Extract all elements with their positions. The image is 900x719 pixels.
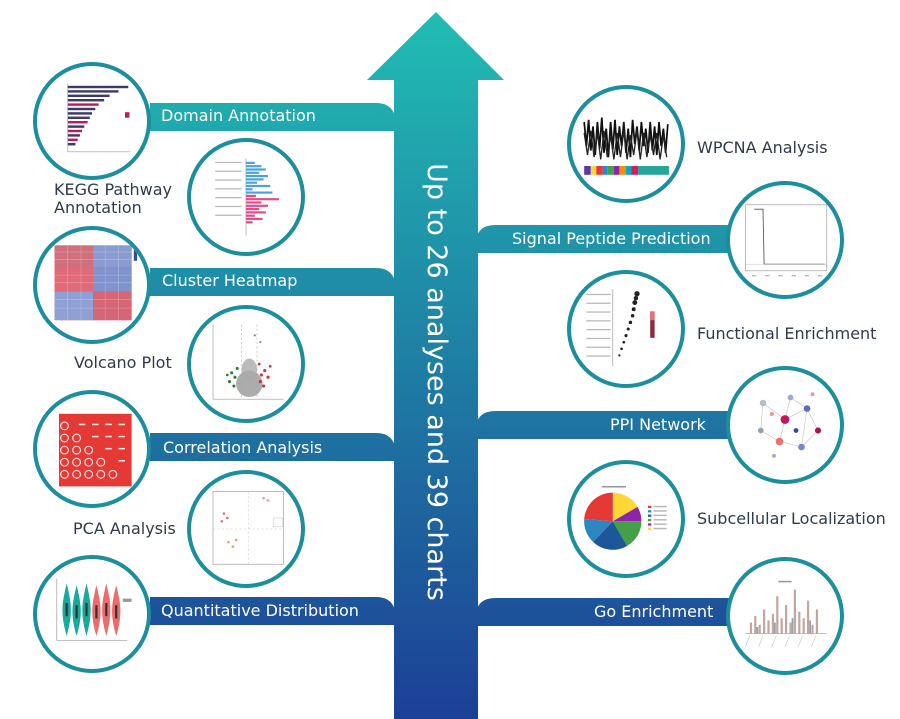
dendrogram-icon [583,117,669,175]
label-functional-enrichment: Functional Enrichment [697,324,877,343]
label-volcano-plot: Volcano Plot [74,353,172,372]
pie-chart-thumbnail [567,460,685,578]
dendrogram-thumbnail [567,85,685,203]
horizontal-bar-thumbnail [187,138,305,256]
horizontal-bar-icon [215,158,279,236]
arrow-head [367,12,504,80]
branch-go-enrichment [476,598,740,626]
bar-chart-thumbnail [33,62,151,180]
label-quantitative-distribution: Quantitative Distribution [161,601,359,620]
center-title: Up to 26 analyses and 39 charts [421,163,452,601]
label-pca-analysis: PCA Analysis [73,519,176,538]
pie-chart-icon [584,486,667,550]
label-correlation-analysis: Correlation Analysis [163,438,323,457]
line-plot-icon [745,204,828,277]
branch-cluster-heatmap [150,268,396,296]
dot-plot-thumbnail [567,270,685,388]
label-kegg-line-2: Annotation [54,198,142,217]
heatmap-icon [54,245,138,321]
branch-correlation-analysis [150,433,396,461]
heatmap-thumbnail [33,226,151,344]
trunk [394,78,478,719]
enrichment-bar-thumbnail [726,557,844,675]
label-go-enrichment: Go Enrichment [594,602,714,621]
pca-scatter-thumbnail [187,470,305,588]
enrichment-bar-icon [745,580,827,647]
label-subcellular-localization: Subcellular Localization [697,509,886,528]
label-ppi-network: PPI Network [610,415,706,434]
correlation-matrix-icon [59,413,132,487]
tree-shape [150,12,740,719]
bar-chart-icon [67,83,131,153]
label-signal-peptide-prediction: Signal Peptide Prediction [512,229,711,248]
branch-domain-annotation [150,103,396,131]
label-kegg-pathway-annotation: KEGG Pathway Annotation [54,181,172,217]
label-domain-annotation: Domain Annotation [161,106,316,125]
dot-plot-icon [586,289,655,367]
correlation-matrix-thumbnail [33,390,151,508]
network-icon [757,392,822,458]
violin-plot-icon [56,578,132,641]
volcano-plot-thumbnail [187,305,305,423]
label-kegg-line-1: KEGG Pathway [54,180,172,199]
branch-signal-peptide [476,225,740,253]
violin-plot-thumbnail [33,555,151,673]
pca-scatter-icon [212,491,284,565]
volcano-plot-icon [212,324,284,400]
branch-ppi-network [476,411,740,439]
branch-quantitative-distribution [150,597,396,625]
label-cluster-heatmap: Cluster Heatmap [162,271,298,290]
label-wpcna-analysis: WPCNA Analysis [697,138,828,157]
line-plot-thumbnail [726,181,844,299]
network-thumbnail [726,366,844,484]
